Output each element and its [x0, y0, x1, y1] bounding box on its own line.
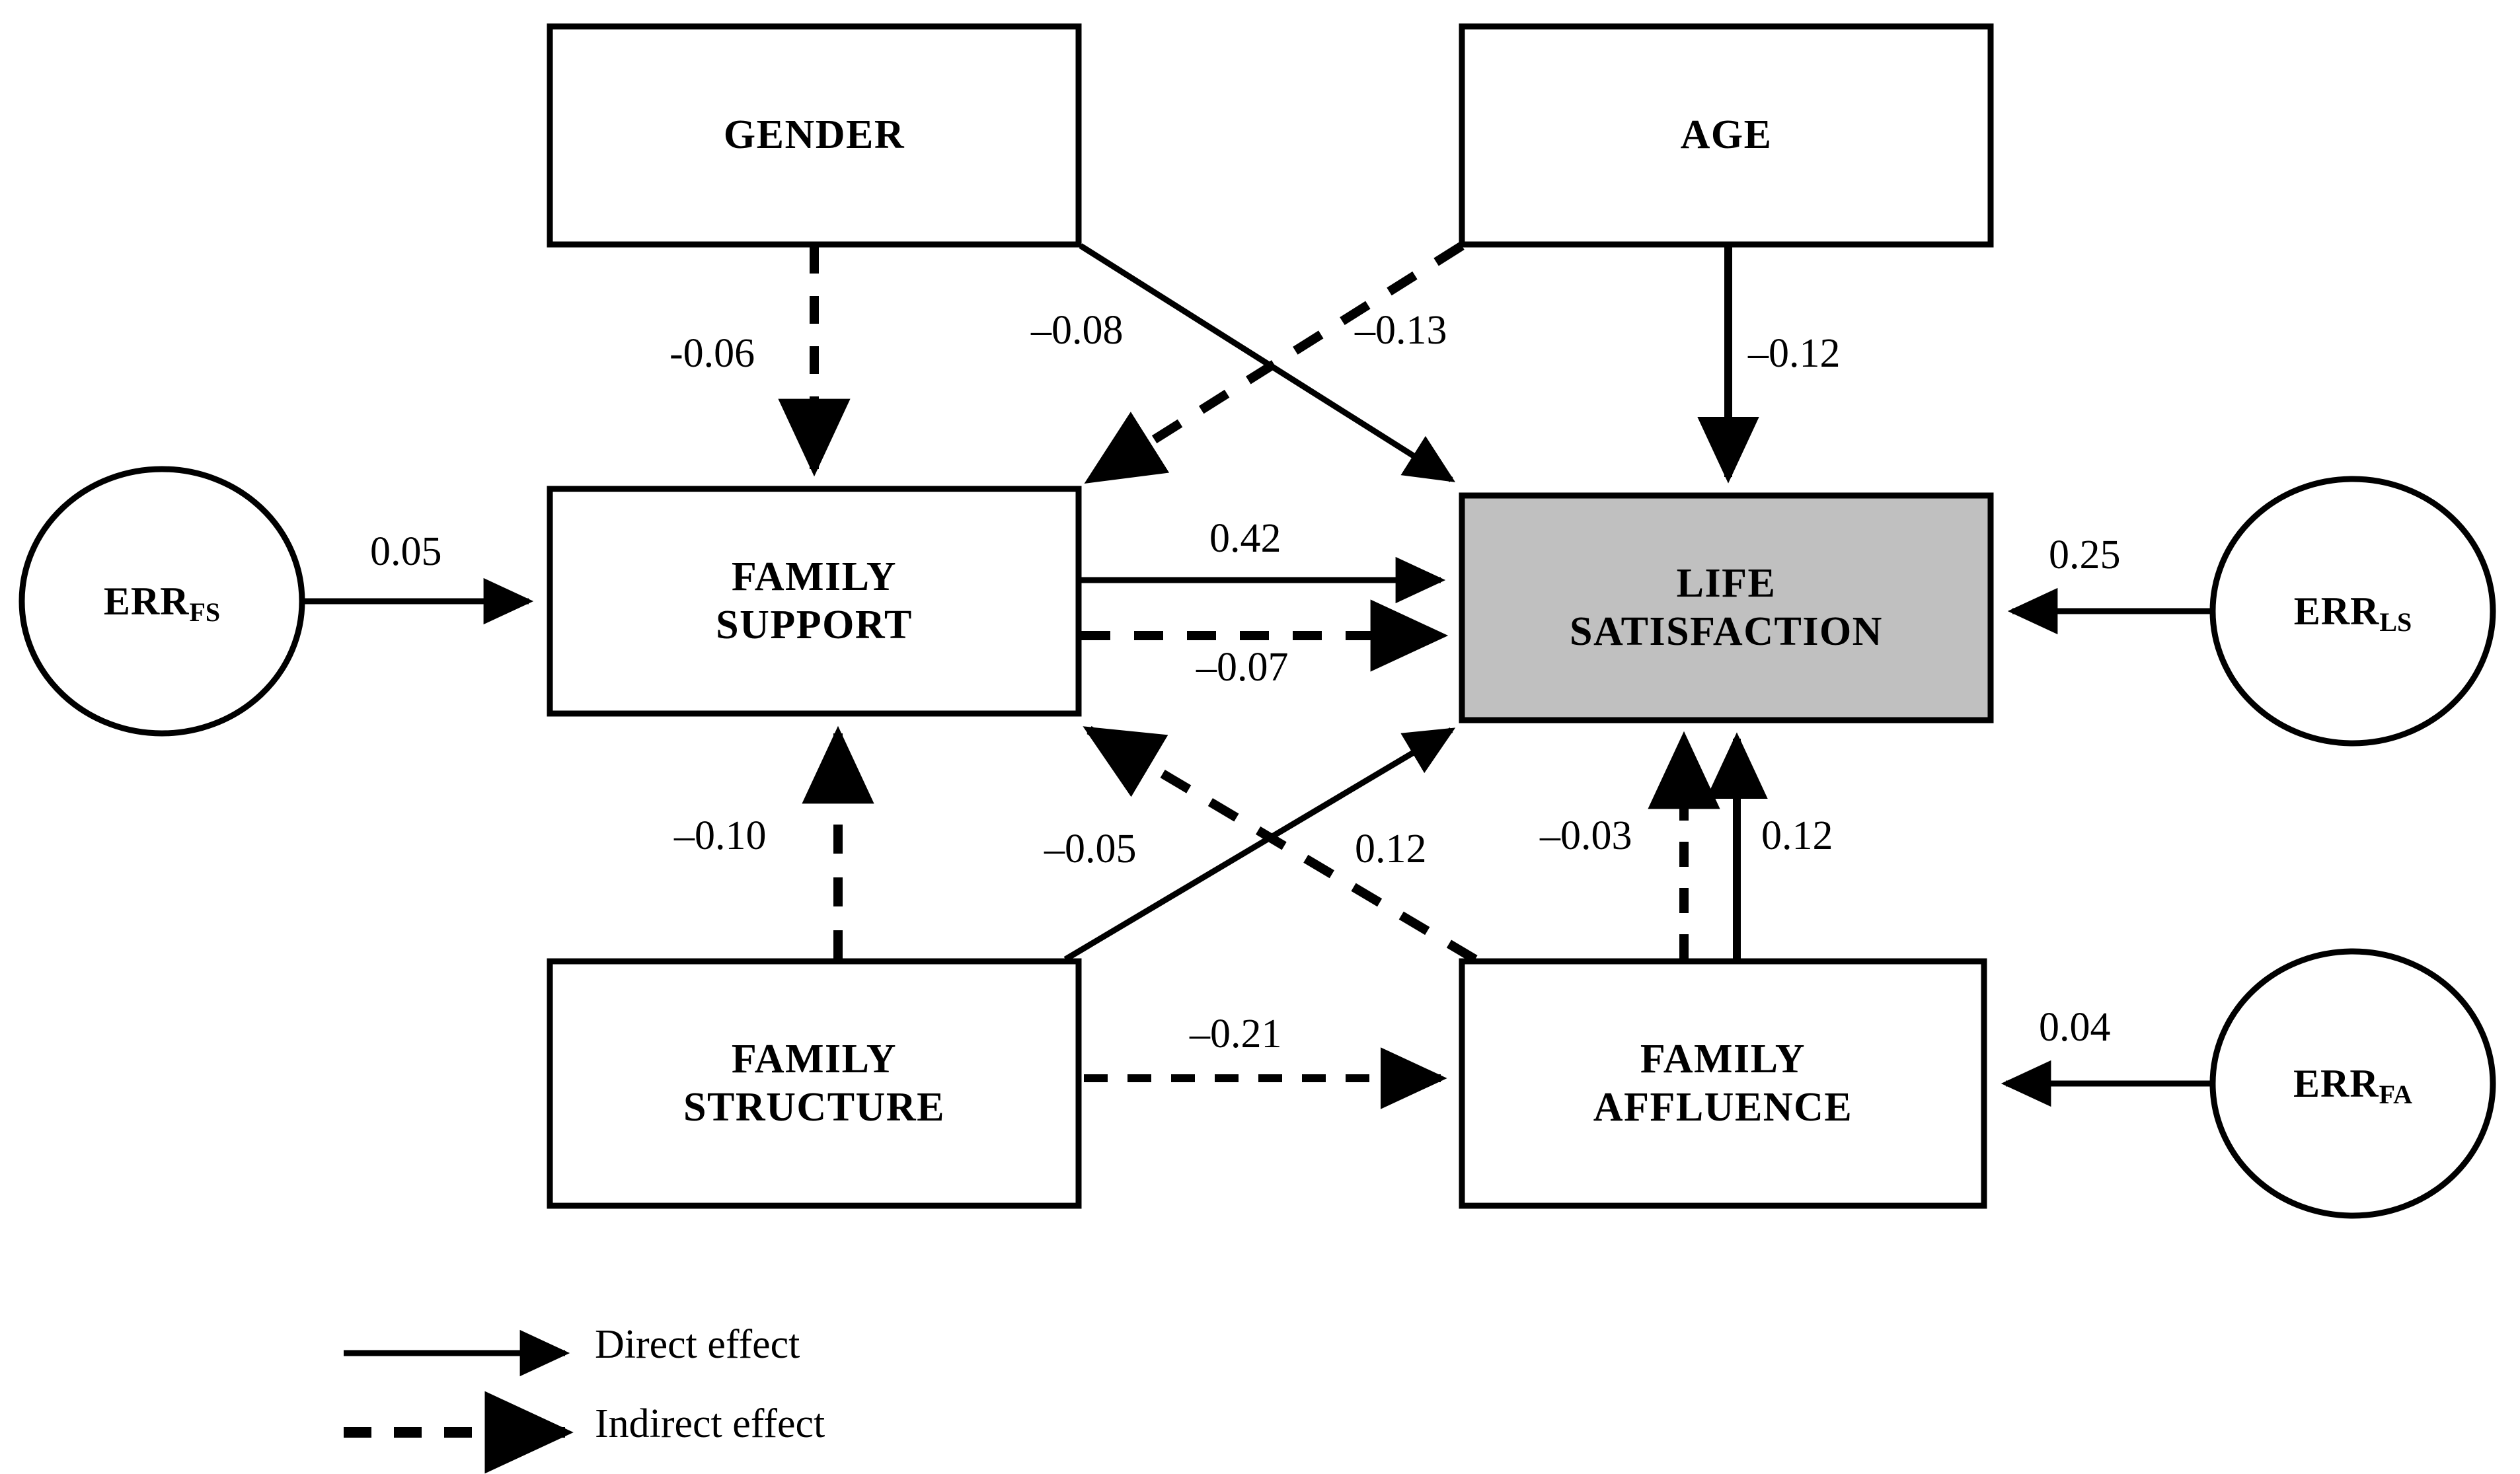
edge-label-family-affluence-to-life-satisfaction-indirect: –0.03: [1540, 813, 1632, 858]
edge-label-family-affluence-to-life-satisfaction-direct: 0.12: [1761, 813, 1833, 858]
edge-label-family-affluence-to-family-support: 0.12: [1355, 827, 1427, 871]
edge-label-age-to-family-support: –0.13: [1355, 308, 1447, 353]
edge-label-gender-to-life-satisfaction: –0.08: [1031, 308, 1124, 353]
edge-age-to-family-support: [1084, 242, 1465, 484]
edge-label-err-fs-to-family-support: 0.05: [370, 529, 442, 574]
edge-label-age-to-life-satisfaction: –0.12: [1748, 331, 1841, 376]
node-life-satisfaction[interactable]: [1459, 492, 1994, 723]
edge-family-affluence-to-family-support: [1083, 725, 1478, 964]
edge-label-gender-to-family-support: -0.06: [669, 331, 755, 376]
node-err-fs[interactable]: [19, 466, 305, 737]
legend-label-direct-effect: Direct effect: [595, 1322, 800, 1367]
edge-label-err-fa-to-family-affluence: 0.04: [2039, 1005, 2111, 1050]
edge-family-structure-to-life-satisfaction: [1063, 727, 1456, 962]
edge-gender-to-life-satisfaction: [1079, 243, 1456, 482]
edge-label-family-structure-to-family-support: –0.10: [674, 813, 767, 858]
node-gender[interactable]: [547, 23, 1082, 248]
edge-label-family-structure-to-family-affluence: –0.21: [1190, 1012, 1282, 1056]
legend-label-indirect-effect: Indirect effect: [595, 1401, 825, 1446]
node-family-affluence[interactable]: [1459, 958, 1987, 1209]
node-age[interactable]: [1459, 23, 1994, 248]
node-err-ls[interactable]: [2209, 476, 2496, 747]
edge-label-family-structure-to-life-satisfaction: –0.05: [1044, 827, 1137, 871]
edge-label-family-support-to-life-satisfaction-direct: 0.42: [1209, 516, 1281, 561]
node-family-structure[interactable]: [547, 958, 1082, 1209]
node-err-fa[interactable]: [2209, 948, 2496, 1219]
edge-label-err-ls-to-life-satisfaction: 0.25: [2049, 533, 2121, 577]
edge-label-family-support-to-life-satisfaction-indirect: –0.07: [1196, 645, 1289, 690]
node-family-support[interactable]: [547, 486, 1082, 717]
